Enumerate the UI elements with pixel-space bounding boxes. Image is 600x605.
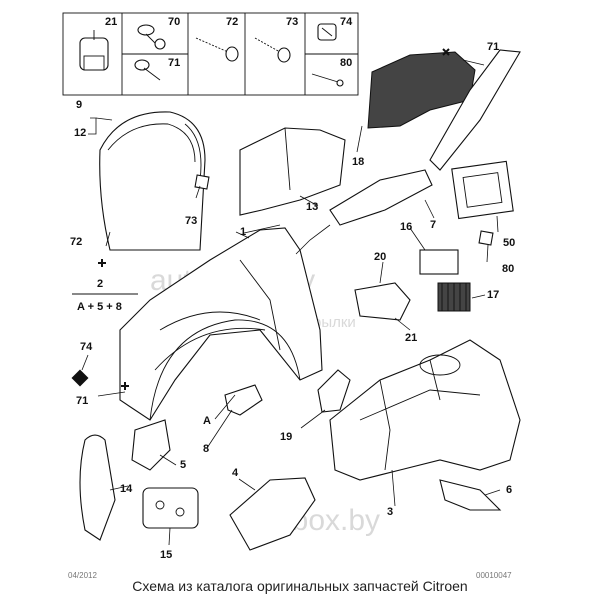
nut-icon [317,23,337,41]
fraction-label: 2 A + 5 + 8 [72,278,138,313]
fraction-top: 2 [97,278,103,290]
callout-15: 15 [160,549,172,561]
cell-label-72: 72 [226,16,238,28]
cell-label-70: 70 [168,16,180,28]
lower-structure [329,339,521,481]
callout-13: 13 [306,201,318,213]
diamond-marker [71,369,89,387]
footer-left-code: 04/2012 [68,571,97,580]
rivet-icon [311,73,344,87]
mesh-grille [437,282,471,312]
callout-9: 9 [76,99,82,111]
cell-label-74: 74 [340,16,353,28]
callout-4: 4 [232,467,239,479]
screw-icon [134,59,161,81]
bracket-8 [224,384,263,416]
callout-17: 17 [487,289,499,301]
fastener-table: 21 70 71 72 73 74 80 [62,12,359,96]
clip-icon [79,30,109,71]
callout-72: 72 [70,236,82,248]
splash-shield [239,127,346,216]
windscreen-pillar [429,49,521,171]
screw-icon [137,24,166,50]
callout-14: 14 [120,483,133,495]
callout-50: 50 [503,237,515,249]
callout-74: 74 [80,341,93,353]
callout-1: 1 [240,226,246,238]
mount-bracket [317,369,351,413]
cell-label-21: 21 [105,16,117,28]
label-plate [451,160,514,220]
callout-3: 3 [387,506,393,518]
callout-16: 16 [400,221,412,233]
small-label [419,249,459,275]
callout-71-left: 71 [76,395,88,407]
caption: Схема из каталога оригинальных запчастей… [132,578,468,594]
cross-marker [121,382,129,390]
wheel-arch-liner [99,111,206,251]
upper-reinforcement [329,169,433,226]
bracket [354,282,411,321]
part-6 [439,479,502,511]
cell-label-80: 80 [340,57,352,69]
wheel-arch-outline [149,319,301,421]
callout-71-top: 71 [487,41,499,53]
footer-right-code: 00010047 [476,571,512,580]
bracket-5 [131,419,171,471]
callout-19: 19 [280,431,292,443]
callout-7: 7 [430,219,436,231]
cell-label-71: 71 [168,57,180,69]
cross-marker [98,259,106,267]
callout-5: 5 [180,459,186,471]
cross-marker [442,48,450,56]
fraction-bottom: A + 5 + 8 [77,301,122,313]
callout-80: 80 [502,263,514,275]
self-tapping-screw-icon [195,37,239,62]
callout-73: 73 [185,215,197,227]
leader-lines [81,59,501,546]
lower-skid [229,477,316,551]
clip-tray [142,487,199,529]
callout-8: 8 [203,443,209,455]
cell-label-73: 73 [286,16,298,28]
bolt-icon [254,37,291,63]
callout-21: 21 [405,332,417,344]
inner-wing-panel [119,227,323,421]
callout-12: 12 [74,127,86,139]
callout-A: A [203,415,211,427]
mudflap [79,434,116,541]
callout-20: 20 [374,251,386,263]
callout-6: 6 [506,484,512,496]
callout-18: 18 [352,156,364,168]
small-square-80 [478,230,494,246]
small-square-73 [194,174,210,190]
